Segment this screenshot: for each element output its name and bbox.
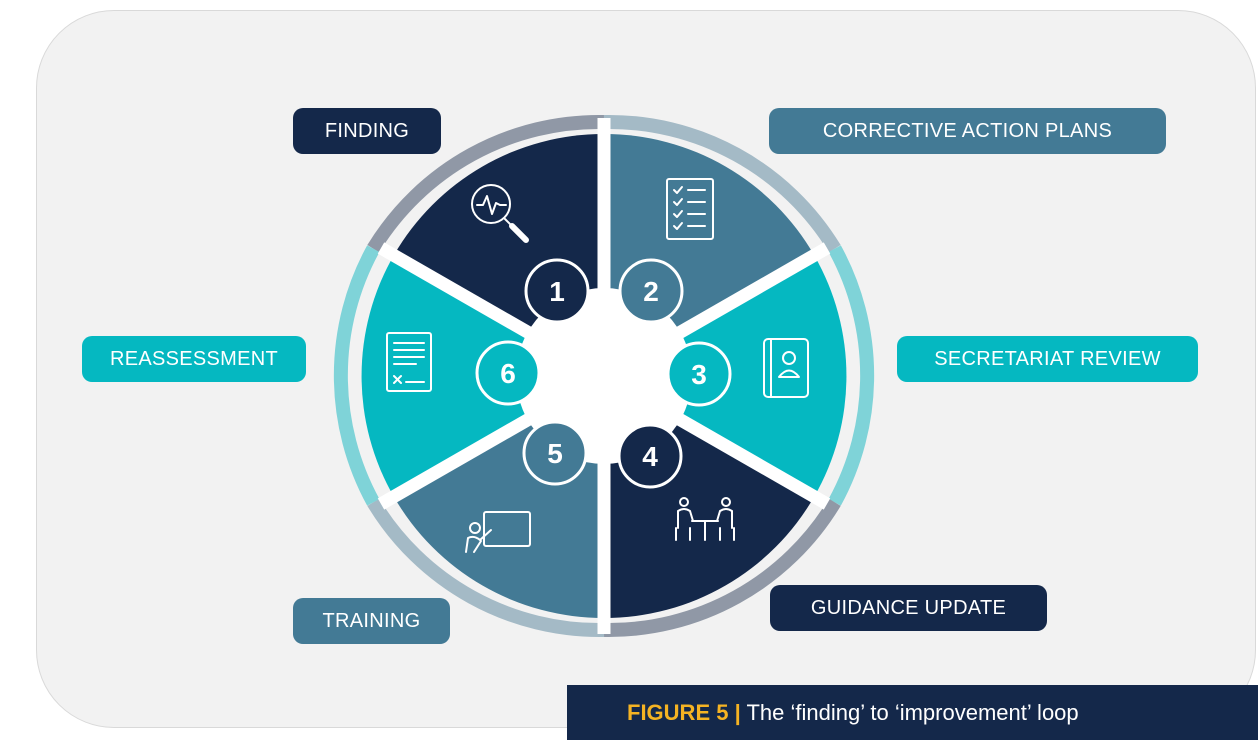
figure-caption: FIGURE 5 | The ‘finding’ to ‘improvement… — [567, 685, 1258, 740]
step-label-guidance-update: GUIDANCE UPDATE — [770, 585, 1047, 631]
step-label-finding: FINDING — [293, 108, 441, 154]
badge-2: 2 — [618, 258, 684, 324]
badge-5: 5 — [522, 420, 588, 486]
document-form-icon — [386, 332, 432, 392]
badge-1: 1 — [524, 258, 590, 324]
number-badges: 1 2 3 4 5 6 — [475, 258, 732, 489]
badge-3-number: 3 — [691, 359, 707, 390]
badge-1-number: 1 — [549, 276, 565, 307]
outer-ring — [333, 114, 875, 638]
badge-6: 6 — [475, 340, 541, 406]
badge-3: 3 — [666, 341, 732, 407]
magnifier-pulse-icon — [471, 184, 529, 243]
figure-number: FIGURE 5 | — [627, 700, 741, 725]
meeting-icon — [675, 497, 735, 541]
step-label-corrective-action-plans: CORRECTIVE ACTION PLANS — [769, 108, 1166, 154]
badge-2-number: 2 — [643, 276, 659, 307]
checklist-icon — [666, 178, 714, 240]
center-hub — [516, 288, 692, 464]
step-label-secretariat-review: SECRETARIAT REVIEW — [897, 336, 1198, 382]
user-book-icon — [763, 338, 809, 398]
step-label-training: TRAINING — [293, 598, 450, 644]
badge-6-number: 6 — [500, 358, 516, 389]
presentation-icon — [465, 511, 531, 553]
badge-5-number: 5 — [547, 438, 563, 469]
figure-title: The ‘finding’ to ‘improvement’ loop — [746, 700, 1079, 725]
step-label-reassessment: REASSESSMENT — [82, 336, 306, 382]
badge-4-number: 4 — [642, 441, 658, 472]
badge-4: 4 — [617, 423, 683, 489]
